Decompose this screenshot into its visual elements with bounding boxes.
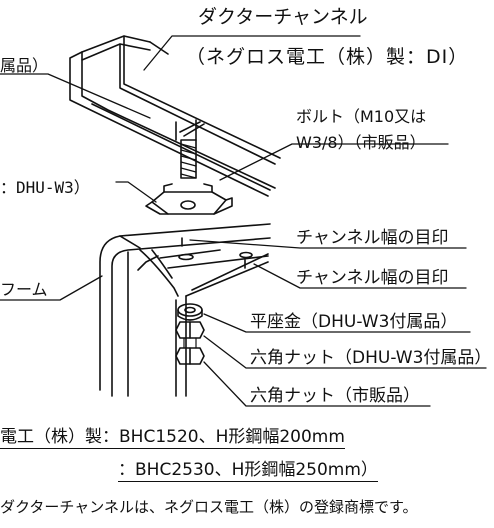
frame-drawing (99, 223, 271, 397)
attached-part-label: 属品） (0, 56, 49, 75)
bolt-label-line2: W3/8）（市販品） (296, 133, 426, 152)
channel-width-mark-label-1: チャンネル幅の目印 (296, 228, 449, 248)
hex-nut-market-label: 六角ナット（市販品） (250, 386, 420, 406)
trademark-note: ダクターチャンネルは、ネグロス電工（株）の登録商標です。 (0, 498, 418, 516)
bhc2530-spec-label: ：BHC2530、H形鋼幅250mm） (118, 460, 378, 482)
hex-nut-attached-label: 六角ナット（DHU-W3付属品） (250, 348, 492, 368)
leader-lines (0, 35, 487, 407)
flat-washer-label: 平座金（DHU-W3付属品） (250, 312, 458, 332)
bolt-label-line1: ボルト（M10又は (296, 107, 427, 126)
dhu-bracket-drawing (145, 183, 233, 215)
negurosu-di-label: （ネグロス電工（株）製：DI） (186, 46, 469, 68)
channel-width-mark-label-2: チャンネル幅の目印 (296, 268, 449, 288)
bolt-drawing (175, 119, 205, 179)
bhc1520-spec-label: 電工（株）製：BHC1520、H形鋼幅200mm (0, 427, 345, 449)
dhu-w3-label: ：DHU-W3） (0, 178, 90, 197)
frame-label: フーム (0, 280, 48, 299)
duct-channel-label: ダクターチャンネル (198, 6, 368, 28)
washer-and-nuts-drawing (175, 303, 205, 365)
